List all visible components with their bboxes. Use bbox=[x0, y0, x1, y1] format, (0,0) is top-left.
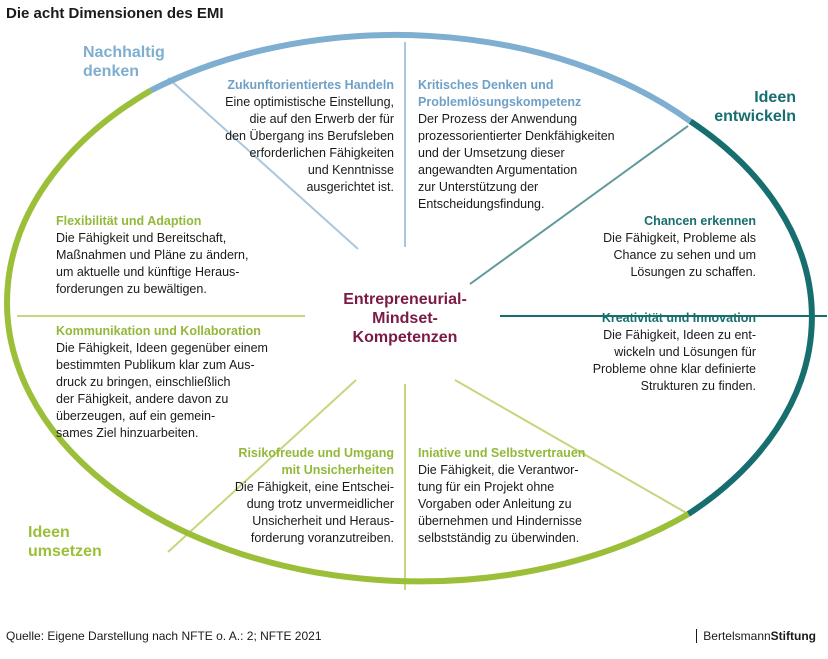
segment-body: Eine optimistische Einstellung, die auf … bbox=[225, 95, 394, 194]
segment-body: Der Prozess der Anwendung prozessorienti… bbox=[418, 112, 615, 211]
ellipse-arc-green bbox=[4, 87, 690, 585]
segment-creativity-innovation: Kreativität und Innovation Die Fähigkeit… bbox=[548, 310, 756, 395]
segment-heading: Kommunikation und Kollaboration bbox=[56, 324, 261, 338]
segment-heading: Zukunftorientiertes Handeln bbox=[227, 78, 394, 92]
corner-label-sustainable-thinking: Nachhaltig denken bbox=[83, 44, 165, 80]
segment-heading: Kreativität und Innovation bbox=[601, 311, 756, 325]
segment-body: Die Fähigkeit, Probleme als Chance zu se… bbox=[603, 231, 756, 279]
segment-heading: Risikofreude und Umgang mit Unsicherheit… bbox=[238, 446, 394, 477]
segment-critical-thinking: Kritisches Denken und Problemlösungskomp… bbox=[418, 77, 658, 213]
corner-label-implement-ideas: Ideen umsetzen bbox=[28, 524, 102, 560]
segment-body: Die Fähigkeit, Ideen gegenüber einem bes… bbox=[56, 341, 268, 440]
segment-heading: Flexibilität und Adaption bbox=[56, 214, 202, 228]
segment-risk-uncertainty: Risikofreude und Umgang mit Unsicherheit… bbox=[190, 445, 394, 547]
segment-future-oriented-action: Zukunftorientiertes Handeln Eine optimis… bbox=[160, 77, 394, 196]
segment-flexibility-adaption: Flexibilität und Adaption Die Fähigkeit … bbox=[56, 213, 306, 298]
divider-upper-left bbox=[167, 77, 359, 250]
page-title: Die acht Dimensionen des EMI bbox=[6, 5, 224, 22]
segment-recognize-opportunities: Chancen erkennen Die Fähigkeit, Probleme… bbox=[560, 213, 756, 281]
segment-communication-collaboration: Kommunikation und Kollaboration Die Fähi… bbox=[56, 323, 326, 442]
brand-logo: BertelsmannStiftung bbox=[696, 629, 816, 643]
segment-body: Die Fähigkeit, die Verantwor- tung für e… bbox=[418, 463, 582, 545]
center-label: Entrepreneurial- Mindset- Kompetenzen bbox=[343, 291, 467, 346]
divider-upper-right bbox=[469, 125, 689, 285]
segment-heading: Kritisches Denken und Problemlösungskomp… bbox=[418, 78, 582, 109]
source-note: Quelle: Eigene Darstellung nach NFTE o. … bbox=[6, 629, 322, 643]
segment-body: Die Fähigkeit und Bereitschaft, Maßnahme… bbox=[56, 231, 249, 296]
corner-label-develop-ideas: Ideen entwickeln bbox=[714, 89, 796, 125]
segment-body: Die Fähigkeit, Ideen zu ent- wickeln und… bbox=[592, 328, 756, 393]
ellipse-arc-blue bbox=[149, 31, 693, 124]
divider-lower-left bbox=[167, 379, 357, 553]
segment-heading: Iniative und Selbstvertrauen bbox=[418, 446, 586, 460]
segment-initiative-confidence: Iniative und Selbstvertrauen Die Fähigke… bbox=[418, 445, 638, 547]
segment-heading: Chancen erkennen bbox=[644, 214, 756, 228]
ellipse-arc-teal bbox=[686, 118, 815, 517]
segment-body: Die Fähigkeit, eine Entschei- dung trotz… bbox=[234, 480, 394, 545]
divider-lower-right bbox=[454, 379, 691, 516]
